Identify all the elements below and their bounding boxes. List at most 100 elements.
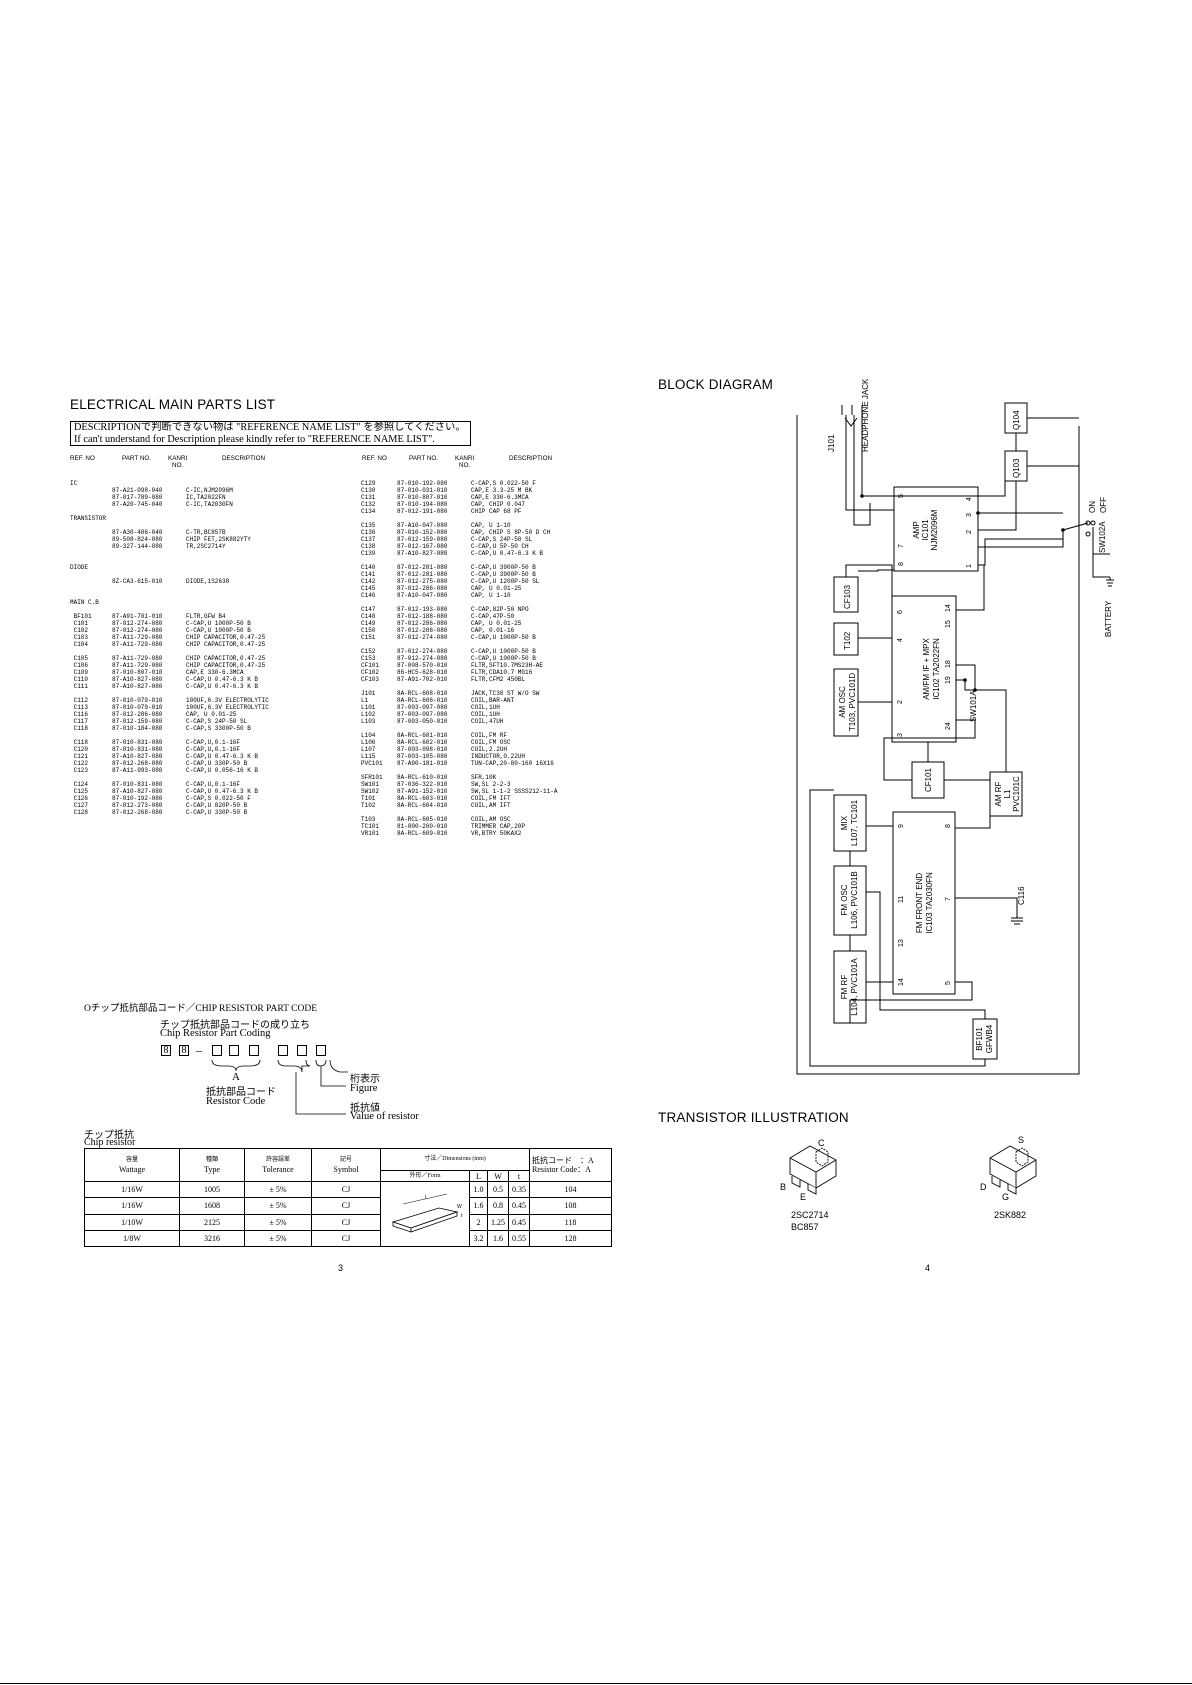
q104-label: Q104 bbox=[1012, 410, 1021, 430]
header-ref: REF. NO bbox=[70, 455, 95, 462]
amfm-if-block bbox=[891, 595, 957, 743]
ic101-label: IC101 bbox=[921, 519, 930, 541]
note-line-jp: DESCRIPTIONで判断できない物は "REFERENCE NAME LIS… bbox=[74, 422, 466, 433]
header-desc-2: DESCRIPTION bbox=[509, 455, 553, 462]
fm-front-end-label-1: FM FRONT END bbox=[915, 873, 924, 934]
chip-resistor-title-en: Chip resistor bbox=[84, 1137, 136, 1148]
am-osc-label-2: T103, PVC101D bbox=[848, 673, 857, 731]
code-box-v2 bbox=[297, 1045, 307, 1056]
svg-text:19: 19 bbox=[945, 676, 952, 684]
svg-text:5: 5 bbox=[945, 981, 952, 985]
header-part: PART NO. bbox=[122, 455, 152, 462]
note-line-en: If can't understand for Description plea… bbox=[74, 433, 435, 445]
chip-form-illustration: L W t bbox=[380, 1181, 470, 1247]
am-rf-label-3: PVC101C bbox=[1012, 776, 1021, 812]
resistor-code-en: Resistor Code bbox=[206, 1096, 266, 1107]
figure-en: Figure bbox=[350, 1083, 378, 1094]
t1-name-2: BC857 bbox=[791, 1222, 819, 1232]
cf101-label: CF101 bbox=[924, 767, 933, 792]
mix-label-2: L107, TC101 bbox=[850, 799, 859, 846]
code-digit-2: 8 bbox=[179, 1045, 189, 1056]
list-item: IC bbox=[70, 480, 78, 487]
chip-code-title: Oチップ抵抗部品コード／CHIP RESISTOR PART CODE bbox=[84, 1004, 318, 1014]
code-box-a1 bbox=[212, 1045, 222, 1056]
fm-front-end-block bbox=[892, 811, 956, 995]
svg-text:W: W bbox=[457, 1204, 462, 1210]
njm-label: NJM2096M bbox=[930, 509, 939, 550]
svg-text:6: 6 bbox=[897, 610, 904, 614]
on-label: ON bbox=[1088, 501, 1097, 513]
code-dash: – bbox=[196, 1043, 202, 1057]
resistor-code-jp: 抵抗部品コード bbox=[206, 1087, 276, 1098]
fm-front-end-label-2: IC103 TA2030FN bbox=[925, 872, 934, 934]
chip-code-sub-en: Chip Resistor Part Coding bbox=[160, 1028, 271, 1039]
amp-label: AMP bbox=[912, 521, 921, 538]
svg-text:14: 14 bbox=[945, 604, 952, 612]
svg-text:24: 24 bbox=[945, 722, 952, 730]
t1-b-label: B bbox=[780, 1182, 786, 1192]
off-label: OFF bbox=[1099, 497, 1108, 513]
svg-text:18: 18 bbox=[945, 660, 952, 668]
code-digit-1: 8 bbox=[161, 1045, 171, 1056]
chip-resistor-title-jp: チップ抵抗 bbox=[84, 1130, 134, 1141]
chip-code-brackets bbox=[211, 1059, 348, 1115]
cf103-label: CF103 bbox=[843, 584, 852, 609]
code-box-fig bbox=[316, 1045, 326, 1056]
svg-text:11: 11 bbox=[898, 896, 905, 903]
svg-text:8: 8 bbox=[945, 824, 952, 828]
am-osc-label-1: AM OSC bbox=[838, 686, 847, 718]
amp-block bbox=[893, 486, 979, 572]
svg-text:13: 13 bbox=[898, 939, 905, 947]
svg-text:t: t bbox=[461, 1213, 463, 1219]
resistor-code-label: A bbox=[232, 1071, 240, 1083]
svg-text:3: 3 bbox=[966, 513, 973, 517]
value-en: Value of resistor bbox=[350, 1111, 419, 1122]
bf101-label: BF101 bbox=[975, 1027, 984, 1051]
fm-rf-label-1: FM RF bbox=[840, 975, 849, 1000]
header-kanri: KANRI NO. bbox=[168, 455, 188, 469]
code-box-v1 bbox=[278, 1045, 288, 1056]
t2-g-label: G bbox=[1002, 1192, 1009, 1202]
fm-rf-label-2: L104, PVC101A bbox=[850, 958, 859, 1016]
figure-jp: 桁表示 bbox=[350, 1074, 380, 1085]
am-rf-label-1: AM RF bbox=[994, 781, 1003, 806]
